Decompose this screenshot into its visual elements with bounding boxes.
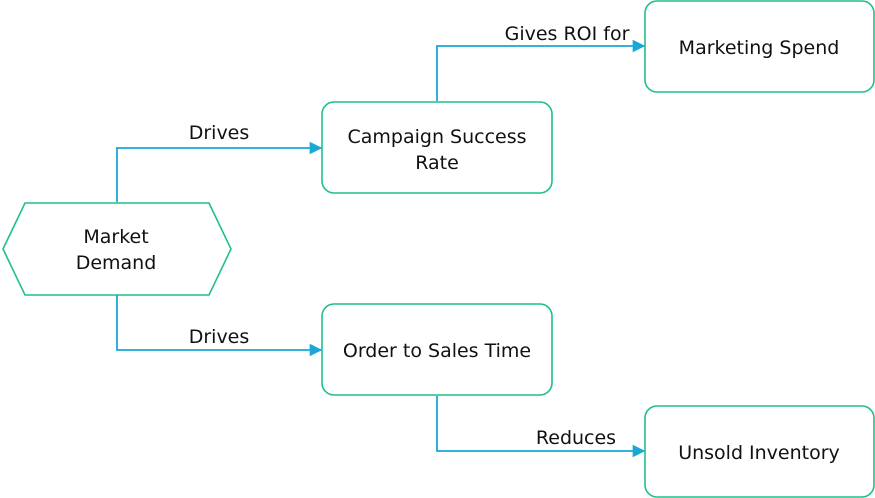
box-shape (321, 303, 553, 396)
edge-label-gives-roi-for: Gives ROI for (505, 23, 630, 45)
node-label-line1: Campaign Success (347, 126, 526, 148)
node-unsold-inventory[interactable]: Unsold Inventory (644, 405, 875, 498)
edge-label-reduces: Reduces (536, 427, 616, 449)
edge-order-to-inventory: Reduces (436, 396, 646, 458)
box-shape (644, 405, 875, 498)
edge-label-drives-top: Drives (189, 122, 250, 144)
node-label: Unsold Inventory (678, 442, 840, 464)
edge-demand-to-order: Drives (116, 295, 323, 357)
node-label-line2: Demand (76, 252, 157, 274)
node-campaign-success-rate[interactable]: Campaign Success Rate (321, 101, 553, 194)
edge-campaign-to-spend: Gives ROI for (436, 23, 646, 101)
edge-demand-to-campaign: Drives (116, 122, 323, 202)
node-market-demand[interactable]: Market Demand (2, 202, 232, 296)
node-marketing-spend[interactable]: Marketing Spend (644, 0, 875, 93)
node-label-line2: Rate (415, 152, 459, 174)
node-order-to-sales-time[interactable]: Order to Sales Time (321, 303, 553, 396)
edge-line (116, 141, 323, 202)
node-label: Order to Sales Time (343, 340, 531, 362)
edge-line (436, 39, 646, 101)
hexagon-shape (2, 202, 232, 296)
node-label: Marketing Spend (679, 37, 840, 59)
box-shape (644, 0, 875, 93)
edge-label-drives-bottom: Drives (189, 326, 250, 348)
edge-line (116, 295, 323, 357)
edge-line (436, 396, 646, 458)
box-shape (321, 101, 553, 194)
node-label-line1: Market (83, 226, 148, 248)
